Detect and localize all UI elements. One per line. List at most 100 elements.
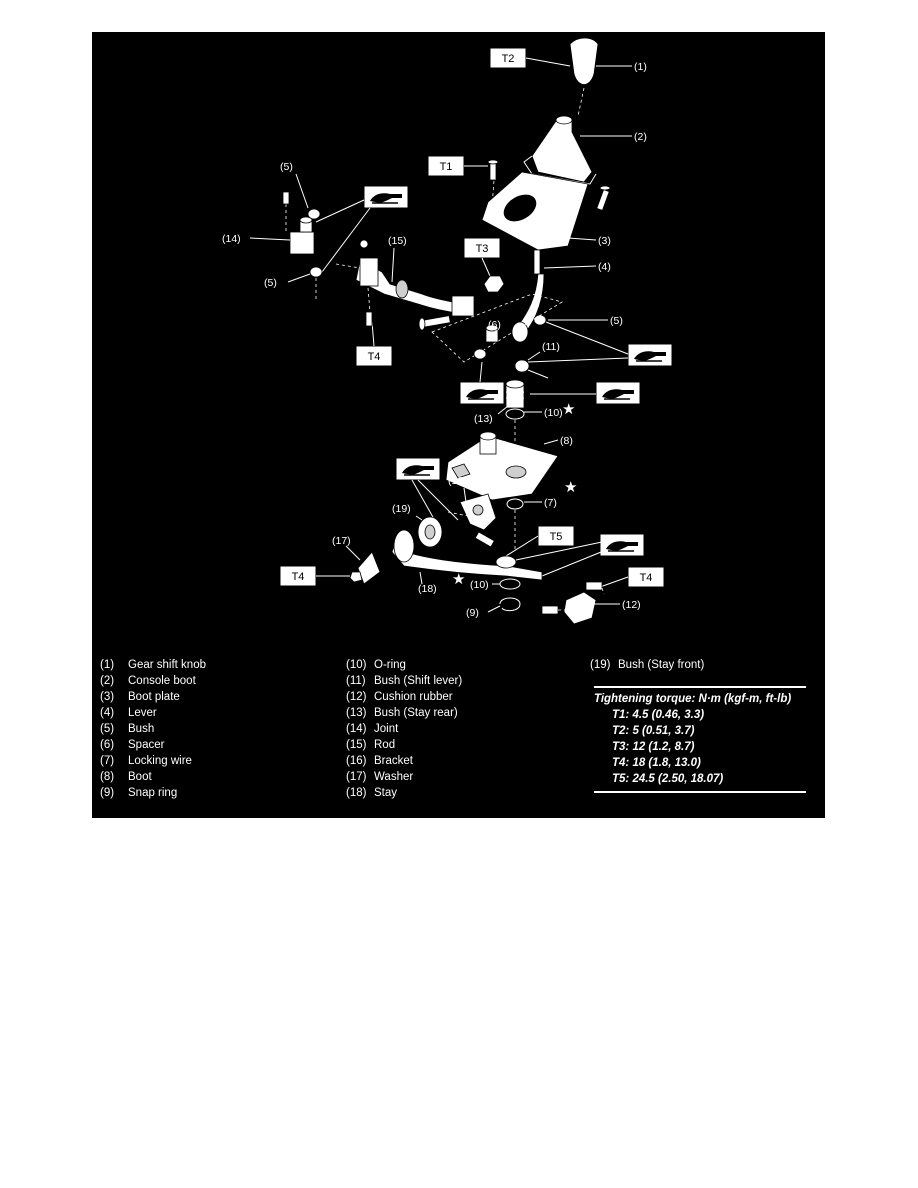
torque-tag-t4-right: T4 xyxy=(627,566,665,588)
legend-item-name: Rod xyxy=(374,739,396,751)
torque-spec-line: T1: 4.5 (0.46, 3.3) xyxy=(612,709,705,721)
callout-19: (19) xyxy=(392,503,411,515)
console-boot-part xyxy=(523,115,597,185)
legend-item-name: Joint xyxy=(374,723,399,735)
callout-6: (6) xyxy=(488,319,501,331)
bolt xyxy=(474,531,495,548)
bush-part xyxy=(307,208,321,220)
gear-shift-knob-part xyxy=(569,37,599,117)
legend-item-number: (7) xyxy=(100,755,115,767)
legend-item: (13)Bush (Stay rear) xyxy=(346,705,462,721)
legend-item: (19) Bush (Stay front) xyxy=(590,657,704,673)
locking-wire-part xyxy=(506,498,524,510)
legend-item-name: Locking wire xyxy=(128,755,192,767)
callout-11: (11) xyxy=(542,341,560,353)
washer-part xyxy=(349,551,381,585)
rod-part xyxy=(335,239,475,327)
legend-item-name: Spacer xyxy=(128,739,165,751)
callout-3: (3) xyxy=(598,235,611,247)
o-ring-part xyxy=(499,578,521,590)
o-ring-part xyxy=(505,408,525,420)
legend-item-name: Boot plate xyxy=(128,691,180,703)
bush-part xyxy=(309,266,323,278)
legend-item-name: Bush (Shift lever) xyxy=(374,675,463,687)
callout-1: (1) xyxy=(634,61,647,73)
legend-item: (5)Bush xyxy=(100,721,206,737)
legend-item-number: (18) xyxy=(346,787,367,799)
legend-item-name: Stay xyxy=(374,787,398,799)
snap-ring-part xyxy=(499,597,521,612)
legend-item-number: (1) xyxy=(100,659,115,671)
legend-item: (17)Washer xyxy=(346,769,462,785)
torque-tag-t2: T2 xyxy=(489,47,527,69)
callout-7: (7) xyxy=(544,497,557,509)
gear-shift-exploded-diagram: T2 T1 T3 T4 T5 T4 T4 xyxy=(222,37,673,625)
lever-part xyxy=(511,192,545,343)
legend-item: (14) Joint xyxy=(346,721,462,737)
bolt xyxy=(487,159,499,181)
legend-item-number: (3) xyxy=(100,691,115,703)
legend-item-number: (19) xyxy=(590,659,611,671)
callout-5-top: (5) xyxy=(280,161,293,173)
svg-text:T1: T1 xyxy=(440,161,453,173)
torque-tag-t5: T5 xyxy=(537,525,575,547)
torque-tag-t1: T1 xyxy=(427,155,465,177)
torque-tag-t3: T3 xyxy=(463,237,501,259)
callout-10-top: (10) xyxy=(544,407,563,419)
legend-item: (10)O-ring xyxy=(346,657,462,673)
grease-icon xyxy=(395,457,441,481)
svg-text:T4: T4 xyxy=(292,571,305,583)
legend-item: (11) Bush (Shift lever) xyxy=(346,673,462,689)
legend-column-3: (19) Bush (Stay front) xyxy=(590,657,704,673)
grease-icon xyxy=(627,343,673,367)
callout-16: (16) xyxy=(448,475,467,487)
legend-item-name: Cushion rubber xyxy=(374,691,453,703)
bush-stay-rear-part xyxy=(505,379,525,409)
legend-item-name: Boot xyxy=(128,771,152,783)
torque-spec-line: T5: 24.5 (2.50, 18.07) xyxy=(612,773,724,785)
torque-tag-t4-upper: T4 xyxy=(355,345,393,367)
stay-part xyxy=(391,529,543,581)
exploded-diagram-panel: T2 T1 T3 T4 T5 T4 T4 xyxy=(92,32,825,818)
legend-item-name: Bush (Stay front) xyxy=(618,659,705,671)
legend-item-number: (12) xyxy=(346,691,367,703)
svg-text:T2: T2 xyxy=(502,53,515,65)
boot-part xyxy=(445,431,559,501)
callout-17: (17) xyxy=(332,535,351,547)
grease-icon xyxy=(595,381,641,405)
legend-item-number: (2) xyxy=(100,675,115,687)
legend-item-number: (15) xyxy=(346,739,367,751)
torque-tag-t4-left: T4 xyxy=(279,565,317,587)
legend-item-number: (8) xyxy=(100,771,115,783)
nut xyxy=(483,275,505,293)
legend-item: (4)Lever xyxy=(100,705,206,721)
svg-text:T5: T5 xyxy=(550,531,563,543)
callout-14: (14) xyxy=(222,233,241,245)
legend-item: (9) Snap ring xyxy=(100,785,206,801)
legend-item-name: Lever xyxy=(128,707,157,719)
legend-item-name: Bush xyxy=(128,723,155,735)
torque-spec-title: Tightening torque: N·m (kgf-m, ft-lb) xyxy=(594,693,792,705)
bolt xyxy=(418,315,451,331)
callout-5-right: (5) xyxy=(610,315,623,327)
legend-column-2: (10)O-ring (11) Bush (Shift lever) (12) Cush… xyxy=(346,657,462,801)
legend-item-number: (9) xyxy=(100,787,115,799)
legend-item: (12) Cushion rubber xyxy=(346,689,462,705)
callout-9: (9) xyxy=(466,607,479,619)
bush-part xyxy=(533,314,547,326)
legend-item-name: Snap ring xyxy=(128,787,178,799)
legend-item-number: (11) xyxy=(346,675,366,687)
callout-2: (2) xyxy=(634,131,647,143)
legend-item: (18) Stay xyxy=(346,785,462,801)
boot-plate-part xyxy=(481,171,589,251)
legend-item: (3) Boot plate xyxy=(100,689,206,705)
legend-item-name: Bracket xyxy=(374,755,413,767)
svg-text:T4: T4 xyxy=(640,572,653,584)
legend-item-number: (14) xyxy=(346,723,367,735)
callout-4: (4) xyxy=(598,261,611,273)
legend-item-name: O-ring xyxy=(374,659,406,671)
legend-item: (8) Boot xyxy=(100,769,206,785)
torque-spec-line: T2: 5 (0.51, 3.7) xyxy=(612,725,695,737)
callout-12: (12) xyxy=(622,599,641,611)
legend-item-number: (17) xyxy=(346,771,367,783)
